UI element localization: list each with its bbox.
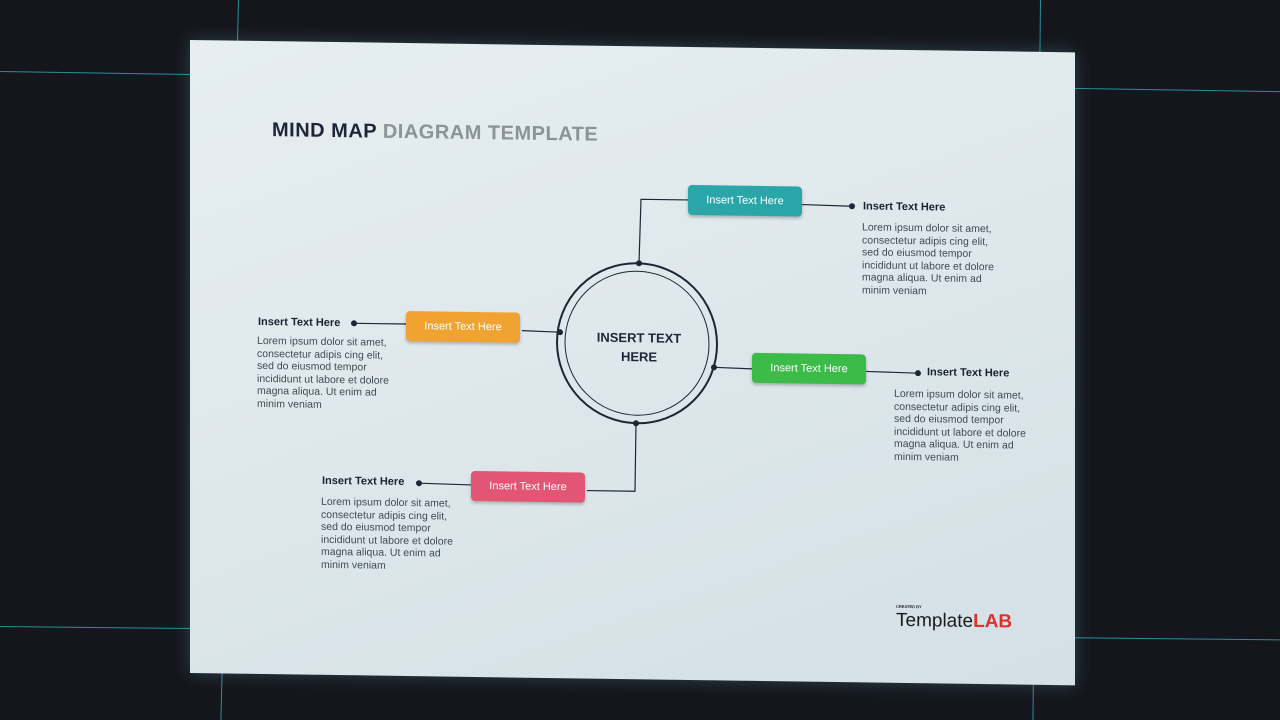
logo-created-by: CREATED BY <box>896 603 922 610</box>
branch-heading-orange: Insert Text Here <box>258 315 341 330</box>
connector-lines <box>351 198 921 492</box>
logo-part1: Template <box>896 609 974 632</box>
branch-heading-pink: Insert Text Here <box>322 474 405 488</box>
center-text-line2: HERE <box>620 349 658 365</box>
branch-body-teal: Lorem ipsum dolor sit amet, consectetur … <box>862 221 994 298</box>
branch-box-teal[interactable]: Insert Text Here <box>688 184 802 217</box>
center-text-line1: INSERT TEXT <box>596 329 682 346</box>
branch-heading-teal: Insert Text Here <box>863 200 946 214</box>
branch-body-pink: Lorem ipsum dolor sit amet, consectetur … <box>321 495 453 572</box>
branch-body-green: Lorem ipsum dolor sit amet, consectetur … <box>894 387 1026 464</box>
branch-box-green[interactable]: Insert Text Here <box>752 352 866 385</box>
branch-body-orange: Lorem ipsum dolor sit amet, consectetur … <box>257 334 389 411</box>
templatelab-logo: CREATED BY TemplateLAB <box>896 604 1013 634</box>
center-node-text: INSERT TEXT HERE <box>574 327 704 367</box>
branch-box-pink[interactable]: Insert Text Here <box>471 470 585 503</box>
logo-part2: LAB <box>973 610 1013 633</box>
slide: MIND MAP DIAGRAM TEMPLATE <box>190 40 1075 686</box>
branch-heading-green: Insert Text Here <box>927 366 1010 380</box>
branch-box-orange[interactable]: Insert Text Here <box>406 311 520 343</box>
